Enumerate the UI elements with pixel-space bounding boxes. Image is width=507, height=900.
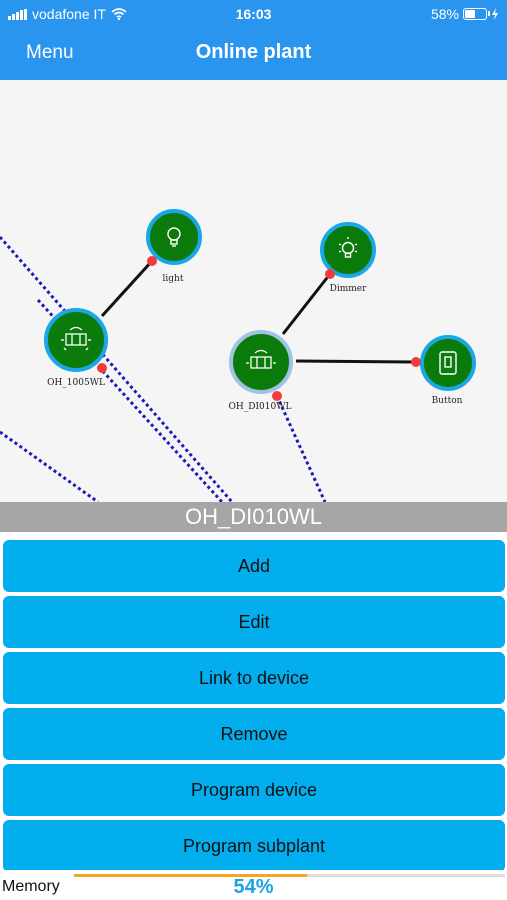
carrier-name: vodafone IT xyxy=(32,6,106,22)
link-anchor[interactable] xyxy=(272,391,282,401)
battery-group: 58% xyxy=(431,6,499,22)
node-light[interactable] xyxy=(146,209,202,265)
link-anchor[interactable] xyxy=(147,256,157,266)
charging-icon xyxy=(492,8,498,20)
node-label-button: Button xyxy=(431,396,463,406)
plant-canvas[interactable]: light OH_1005WL Dimmer OH_DI010WL Button xyxy=(0,80,507,502)
edit-button[interactable]: Edit xyxy=(3,596,505,648)
nav-bar: Menu Online plant xyxy=(0,28,507,80)
node-dimmer[interactable] xyxy=(320,222,376,278)
dotted-link xyxy=(275,395,327,502)
module-icon xyxy=(61,326,91,351)
program-subplant-button[interactable]: Program subplant xyxy=(3,820,505,872)
add-button[interactable]: Add xyxy=(3,540,505,592)
signal-icon xyxy=(8,8,27,20)
memory-progress-bar xyxy=(74,874,505,877)
link-anchor[interactable] xyxy=(325,269,335,279)
link-anchor[interactable] xyxy=(97,363,107,373)
plant-diagram[interactable] xyxy=(0,80,507,502)
link-anchor[interactable] xyxy=(411,357,421,367)
memory-percent: 54% xyxy=(233,876,274,898)
switch-icon xyxy=(439,351,457,375)
bulb-icon xyxy=(167,227,181,247)
page-title: Online plant xyxy=(195,41,312,63)
memory-footer: Memory 54% xyxy=(0,870,507,900)
node-label-oh-1005wl: OH_1005WL xyxy=(47,378,105,388)
node-oh-di010wl[interactable] xyxy=(229,330,293,394)
node-button[interactable] xyxy=(420,335,476,391)
node-label-dimmer: Dimmer xyxy=(329,284,367,294)
program-device-button[interactable]: Program device xyxy=(3,764,505,816)
wifi-icon xyxy=(111,8,127,20)
memory-label: Memory xyxy=(2,878,60,895)
status-time: 16:03 xyxy=(235,6,272,22)
dotted-link xyxy=(0,430,99,502)
module-icon xyxy=(246,349,276,369)
dotted-link xyxy=(0,236,234,502)
link-to-device-button[interactable]: Link to device xyxy=(3,652,505,704)
selected-device-name: OH_DI010WL xyxy=(0,502,507,532)
menu-button[interactable]: Menu xyxy=(26,42,74,63)
remove-button[interactable]: Remove xyxy=(3,708,505,760)
carrier-group: vodafone IT xyxy=(8,6,127,22)
node-oh-1005wl[interactable] xyxy=(44,308,108,372)
status-bar: vodafone IT 16:03 58% xyxy=(0,0,507,28)
solid-link xyxy=(295,359,417,364)
node-label-light: light xyxy=(162,274,184,284)
node-label-oh-di010wl: OH_DI010WL xyxy=(228,402,292,412)
solid-link xyxy=(100,259,154,318)
solid-link xyxy=(281,273,332,335)
dimmer-bulb-icon xyxy=(338,237,358,258)
battery-percent: 58% xyxy=(430,6,459,22)
battery-icon xyxy=(463,8,490,20)
